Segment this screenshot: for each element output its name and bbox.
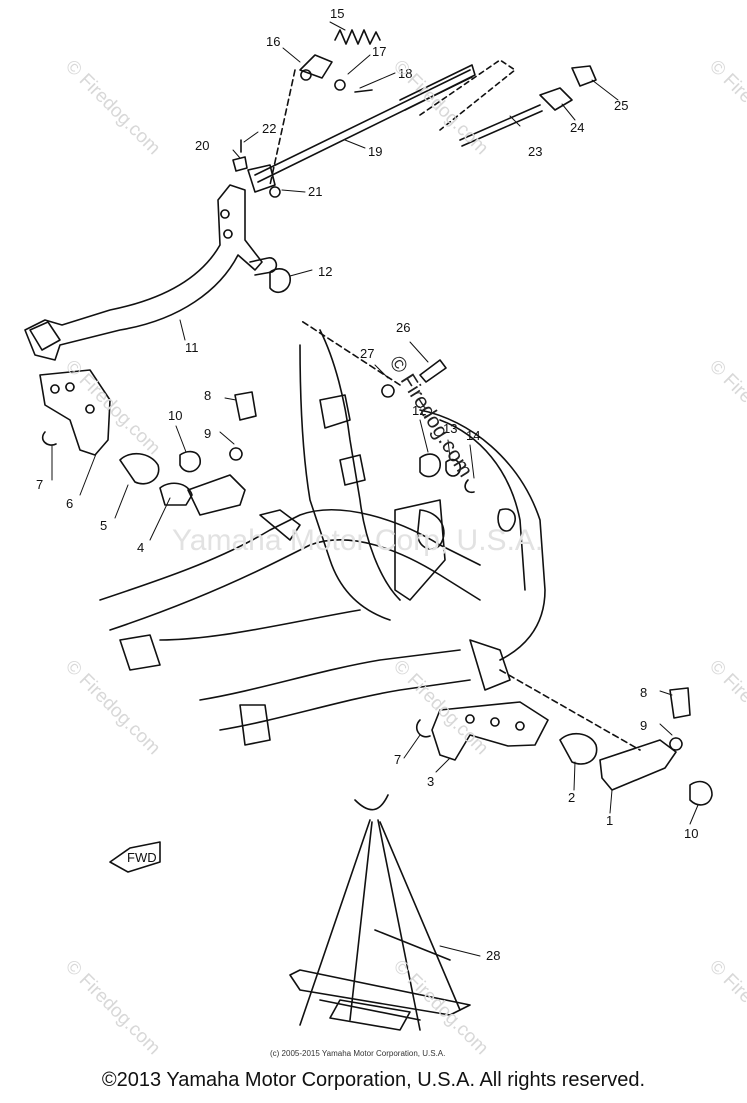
callout-13: 13 [443, 421, 457, 436]
callout-8-left: 8 [204, 388, 211, 403]
callout-14: 14 [466, 428, 480, 443]
small-copyright: (c) 2005-2015 Yamaha Motor Corporation, … [270, 1049, 446, 1058]
washer-12 [269, 268, 475, 494]
frame-tubes [99, 329, 546, 746]
callout-19: 19 [368, 144, 382, 159]
callout-12-mid: 12 [412, 403, 426, 418]
callout-9-right: 9 [640, 718, 647, 733]
callout-4: 4 [137, 540, 144, 555]
callout-28: 28 [486, 948, 500, 963]
callout-26: 26 [396, 320, 410, 335]
adjuster-assembly [419, 59, 597, 147]
callout-23: 23 [528, 144, 542, 159]
callout-7-left: 7 [36, 477, 43, 492]
fwd-label: FWD [127, 850, 157, 865]
callout-10-right: 10 [684, 826, 698, 841]
spring-assembly [269, 29, 381, 186]
service-stand [289, 794, 471, 1031]
right-footrest [415, 669, 713, 806]
brake-rod [232, 64, 476, 198]
callout-21: 21 [308, 184, 322, 199]
leader-lines [51, 21, 699, 957]
callout-20: 20 [195, 138, 209, 153]
callout-7-right: 7 [394, 752, 401, 767]
callout-3: 3 [427, 774, 434, 789]
callout-25: 25 [614, 98, 628, 113]
callout-22: 22 [262, 121, 276, 136]
left-footrest [39, 369, 257, 516]
callout-9-left: 9 [204, 426, 211, 441]
footer-copyright: ©2013 Yamaha Motor Corporation, U.S.A. A… [101, 1069, 646, 1091]
callout-5: 5 [100, 518, 107, 533]
callout-24: 24 [570, 120, 584, 135]
callout-8-right: 8 [640, 685, 647, 700]
callout-11: 11 [185, 340, 199, 355]
callout-18: 18 [398, 66, 412, 81]
bolt-26 [299, 319, 447, 398]
callout-10-left: 10 [168, 408, 182, 423]
callout-16: 16 [266, 34, 280, 49]
callout-15: 15 [330, 6, 344, 21]
callout-6: 6 [66, 496, 73, 511]
fwd-arrow [109, 841, 161, 873]
callout-labels: 15 16 17 18 19 20 22 21 12 11 26 27 12 1… [36, 6, 698, 963]
callout-27: 27 [360, 346, 374, 361]
callout-12-top: 12 [318, 264, 332, 279]
callout-17: 17 [372, 44, 386, 59]
callout-2: 2 [568, 790, 575, 805]
brake-pedal [24, 184, 278, 361]
callout-1: 1 [606, 813, 613, 828]
